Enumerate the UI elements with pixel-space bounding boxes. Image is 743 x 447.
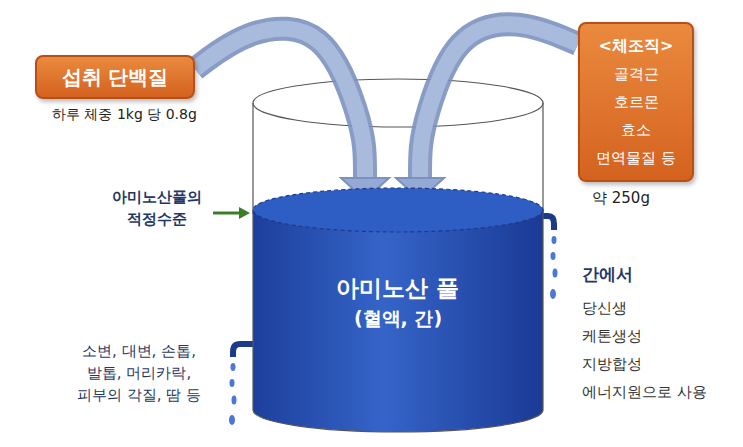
- water-drops: [229, 363, 237, 425]
- node-title: 섭취 단백질: [62, 64, 169, 91]
- water-surface: [253, 188, 543, 232]
- node-text: 골격근: [588, 60, 684, 88]
- liver-use: 당신생: [582, 297, 627, 319]
- outflow-spout: [543, 216, 554, 230]
- cylinder-wall: [252, 103, 253, 214]
- loss-routes: 소변, 대변, 손톱, 발톱, 머리카락, 피부의 각질, 땀 등: [74, 340, 204, 406]
- arrow-shaft-edge: [195, 29, 365, 178]
- liver-use: 에너지원으로 사용: [582, 381, 707, 403]
- cylinder-rim: [253, 79, 543, 127]
- water-drops: [550, 236, 558, 299]
- tissue-box: <체조직>골격근호르몬효소면역물질 등: [578, 22, 694, 182]
- outflow-spout: [233, 344, 253, 357]
- node-text: 호르몬: [588, 88, 684, 116]
- level-arrow-head: [239, 207, 250, 219]
- liver-heading: 간에서: [582, 262, 633, 287]
- tissue-amount: 약 250g: [592, 187, 650, 209]
- cylinder-wall: [542, 103, 543, 214]
- node-text: 면역물질 등: [588, 144, 684, 172]
- intake-box: 섭취 단백질: [35, 55, 195, 99]
- liver-use: 케톤생성: [582, 325, 642, 347]
- supply-arrow: [195, 29, 389, 200]
- arrow-shaft: [195, 29, 365, 178]
- node-title: 아미노산 풀: [253, 272, 543, 304]
- water-column: [253, 210, 543, 432]
- arrow-shaft: [420, 24, 578, 178]
- node-title: <체조직>: [588, 32, 684, 60]
- arrow-shaft-edge: [420, 24, 578, 178]
- node-text: (혈액, 간): [253, 304, 543, 332]
- liver-use: 지방합성: [582, 353, 642, 375]
- supply-arrow: [396, 24, 578, 200]
- node-text: 효소: [588, 116, 684, 144]
- level-note: 아미노산풀의 적정수준: [101, 186, 213, 230]
- amino-acid-pool: 아미노산 풀(혈액, 간): [253, 188, 543, 432]
- intake-amount: 하루 체중 1kg 당 0.8g: [52, 104, 197, 124]
- level-arrow: [213, 212, 240, 215]
